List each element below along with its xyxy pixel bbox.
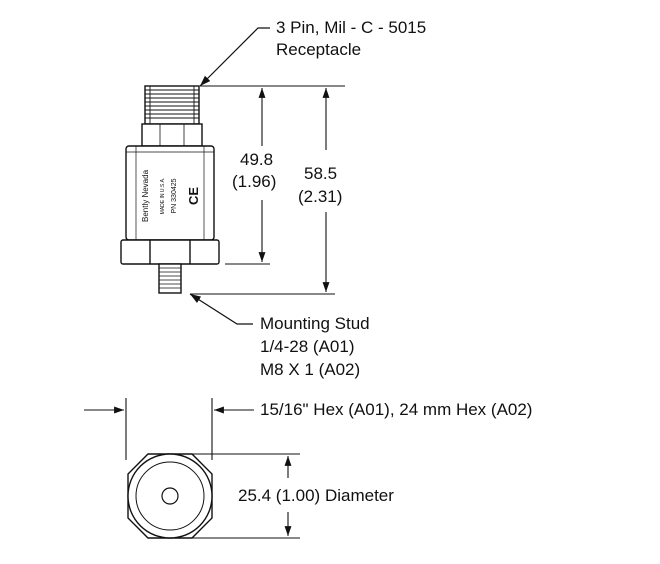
part-number-text: PN 330425 xyxy=(171,178,178,213)
ce-mark: CE xyxy=(186,187,201,205)
stud-callout-line2: 1/4-28 (A01) xyxy=(260,337,355,356)
diameter-label: 25.4 (1.00) Diameter xyxy=(238,486,394,505)
stud-callout-line3: M8 X 1 (A02) xyxy=(260,360,361,379)
stud-hole xyxy=(161,487,179,505)
connector-callout-line2: Receptacle xyxy=(276,40,362,59)
connector-neck xyxy=(141,123,203,147)
hex-width-dim xyxy=(84,398,254,460)
hex-size-label: 15/16" Hex (A01), 24 mm Hex (A02) xyxy=(260,400,533,419)
overall-height-in: (2.31) xyxy=(298,187,343,206)
stud-leader xyxy=(189,293,253,325)
overall-height-mm: 58.5 xyxy=(304,164,338,183)
diameter-dim xyxy=(175,453,300,539)
connector-leader xyxy=(199,27,270,87)
sensor-bottom-view xyxy=(127,453,213,539)
leader-lines xyxy=(189,27,270,325)
stud-callout-line1: Mounting Stud xyxy=(260,314,370,333)
mounting-stud xyxy=(158,263,182,294)
body-height-in: (1.96) xyxy=(232,172,277,191)
connector-callout-line1: 3 Pin, Mil - C - 5015 xyxy=(276,18,427,37)
product-marking: Bently Nevada MADE IN U.S.A. PN 330425 C… xyxy=(141,169,201,222)
made-in-text: MADE IN U.S.A. xyxy=(160,178,166,215)
brand-text: Bently Nevada xyxy=(141,169,150,222)
body-height-mm: 49.8 xyxy=(240,150,274,169)
thread-lines xyxy=(145,89,199,119)
dimension-lines xyxy=(190,85,345,295)
sensor-side-view xyxy=(120,85,220,294)
hex-nut xyxy=(120,239,220,265)
